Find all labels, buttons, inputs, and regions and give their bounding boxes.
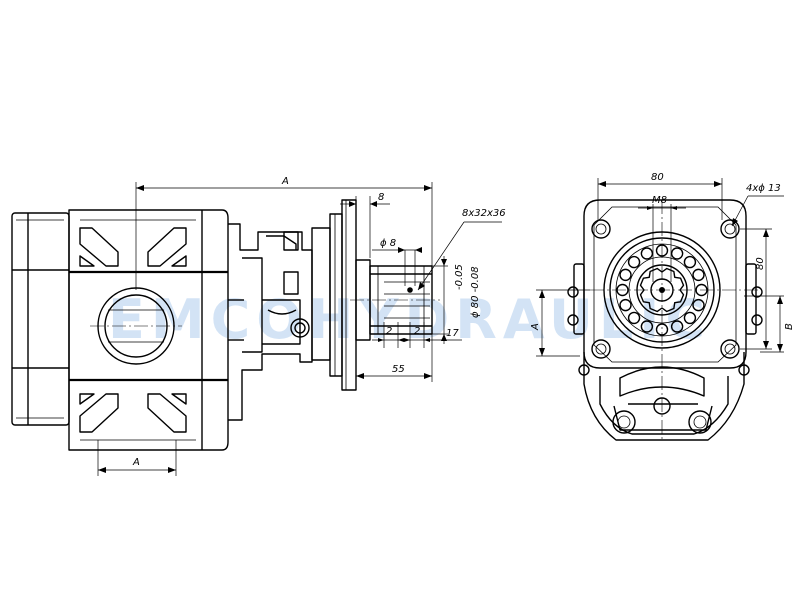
dim-55: 55 xyxy=(355,334,433,382)
bearing-assembly xyxy=(590,200,760,440)
dim-spline: 8x32x36 xyxy=(417,208,506,291)
dim-holes-label: 4xϕ 13 xyxy=(746,183,781,194)
dim-pin-dia-label: ϕ 8 xyxy=(380,238,396,249)
dim-bottom-A-label: A xyxy=(132,457,140,468)
dim-55-label: 55 xyxy=(392,364,405,375)
dim-m8: M8 xyxy=(638,195,686,282)
bearing-ball xyxy=(670,320,684,333)
dim-bottom-A: A xyxy=(97,440,177,476)
dim-top-A-label: A xyxy=(281,176,289,187)
dim-shaft-dia: ϕ 80 -0.08 -0.05 xyxy=(432,256,481,344)
bearing-ball xyxy=(640,320,654,333)
dim-top-A: A xyxy=(135,176,433,290)
bolt-holes xyxy=(591,219,740,359)
bearing-ball xyxy=(627,311,641,325)
bearing-ball xyxy=(627,255,641,269)
dim-B: B xyxy=(744,295,795,353)
dim-A-front: A xyxy=(530,289,590,357)
dim-flange-8: 8 xyxy=(340,192,390,258)
dim-chamfer-2-label: 2 xyxy=(414,326,420,337)
dim-spline-label: 8x32x36 xyxy=(462,208,506,219)
dim-80-top: 80 xyxy=(597,172,723,220)
bearing-ball xyxy=(640,247,654,260)
flange-plate xyxy=(583,199,747,369)
bearing-balls xyxy=(616,244,708,336)
bearing-ball xyxy=(683,255,697,269)
side-lugs xyxy=(567,263,763,335)
dim-shaft-dia-label: ϕ 80 -0.08 xyxy=(470,266,481,318)
dim-pin-dia: ϕ 8 xyxy=(372,238,422,286)
bearing-ball xyxy=(619,298,632,312)
bearing-ball xyxy=(683,311,697,325)
dim-B-label: B xyxy=(784,323,795,330)
dim-80-right-label: 80 xyxy=(755,257,766,270)
dim-17-label: 17 xyxy=(446,328,459,339)
lower-body xyxy=(578,352,750,441)
side-view: A 8 8x32x36 ϕ 8 xyxy=(11,176,506,476)
dim-A-front-label: A xyxy=(530,323,541,331)
dim-80-right: 80 xyxy=(740,228,772,350)
left-port-block xyxy=(11,212,70,426)
dim-chamfers: 2 2 17 xyxy=(372,322,462,348)
dim-m8-label: M8 xyxy=(652,195,667,206)
dim-chamfer-1-label: 2 xyxy=(386,326,392,337)
front-view: 80 M8 4xϕ 13 80 xyxy=(530,172,795,441)
bearing-ball xyxy=(692,298,705,312)
bearing-ball xyxy=(692,268,705,282)
bearing-ball xyxy=(670,247,684,260)
watermark: EMCOHYDRAULIC xyxy=(108,288,711,351)
dim-shaft-tol-label: -0.05 xyxy=(454,264,465,290)
dim-holes: 4xϕ 13 xyxy=(731,183,784,227)
dim-80-top-label: 80 xyxy=(651,172,664,183)
dim-flange-8-label: 8 xyxy=(378,192,384,203)
pump-body xyxy=(68,209,229,451)
bearing-ball xyxy=(619,268,632,282)
